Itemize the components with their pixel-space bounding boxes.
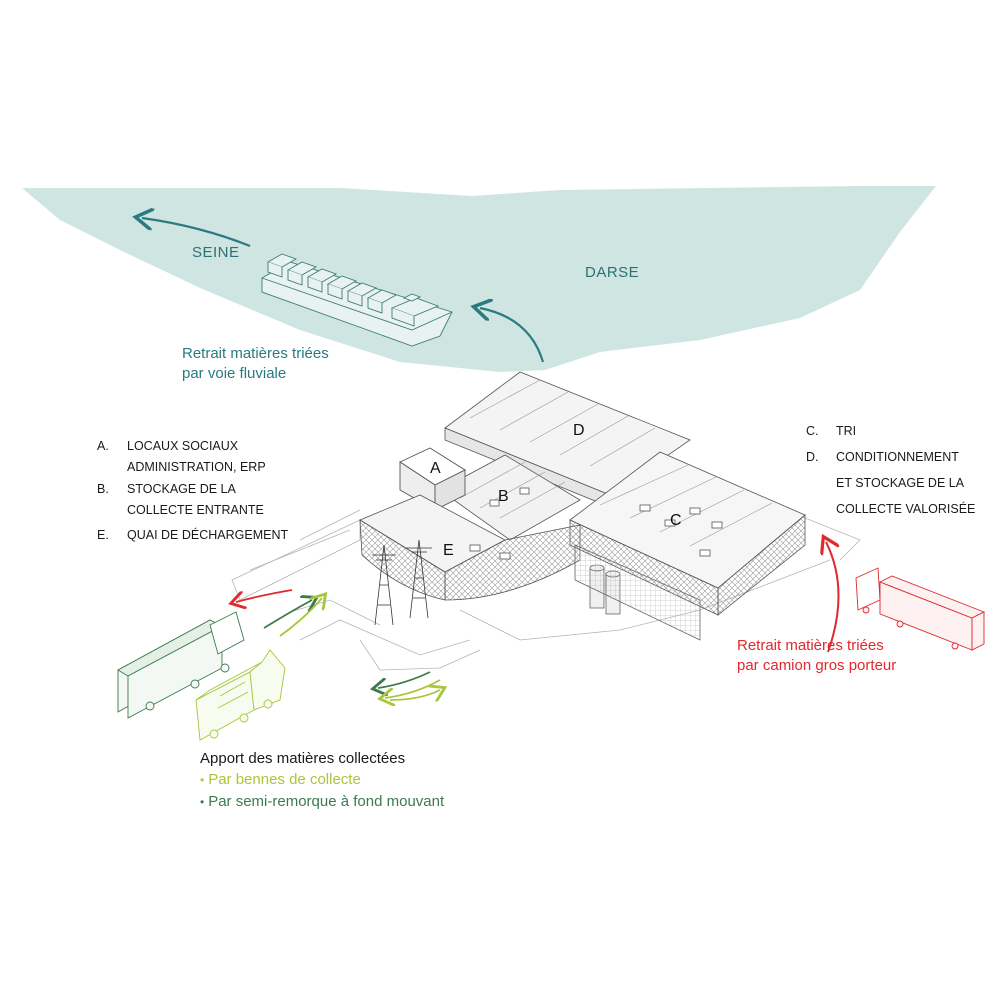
bullet-icon: • bbox=[200, 773, 205, 787]
building-b bbox=[439, 454, 581, 541]
apport-title: Apport des matières collectées bbox=[200, 750, 406, 767]
legend-left: A. LOCAUX SOCIAUX ADMINISTRATION, ERP B.… bbox=[97, 436, 288, 546]
legend-item-e: E. QUAI DE DÉCHARGEMENT bbox=[97, 525, 288, 546]
collection-truck bbox=[195, 649, 286, 741]
truck-note-line1: Retrait matières triées bbox=[737, 637, 884, 654]
darse-label: DARSE bbox=[585, 264, 640, 281]
entry-arrow-lg-top bbox=[279, 598, 322, 637]
truck-removal-note: Retrait matières triées par camion gros … bbox=[737, 636, 896, 676]
apport-line-semi-text: Par semi-remorque à fond mouvant bbox=[208, 793, 445, 810]
fluvial-note-line1: Retrait matières triées bbox=[182, 345, 329, 362]
legend-line: QUAI DE DÉCHARGEMENT bbox=[127, 528, 289, 542]
bullet-icon: • bbox=[200, 795, 205, 809]
truck-note-line2: par camion gros porteur bbox=[737, 657, 897, 674]
legend-line: ADMINISTRATION, ERP bbox=[127, 460, 266, 474]
legend-line: ET STOCKAGE DE LA bbox=[836, 476, 965, 490]
truck-removal-arrow bbox=[826, 542, 840, 653]
semi-trailer-green bbox=[117, 611, 245, 719]
apport-line-bennes: •Par bennes de collecte bbox=[200, 769, 444, 791]
legend-line: CONDITIONNEMENT bbox=[836, 450, 959, 464]
building-d bbox=[444, 371, 691, 508]
river-water bbox=[22, 186, 936, 372]
seine-label: SEINE bbox=[192, 244, 240, 261]
building-a-letter: A bbox=[430, 460, 441, 477]
legend-key: E. bbox=[97, 528, 109, 542]
barge bbox=[261, 253, 453, 347]
legend-line: TRI bbox=[836, 424, 857, 438]
legend-line: LOCAUX SOCIAUX bbox=[127, 439, 239, 453]
exit-arrow-dg-bottom bbox=[378, 671, 431, 688]
seine-flow-arrow bbox=[142, 218, 251, 248]
legend-key: B. bbox=[97, 482, 109, 496]
entry-arrow-dg-top bbox=[263, 600, 312, 629]
legend-right: C. TRI D. CONDITIONNEMENT ET STOCKAGE DE… bbox=[806, 418, 975, 522]
exit-arrow-red-top bbox=[236, 589, 293, 602]
legend-line: COLLECTE ENTRANTE bbox=[127, 503, 264, 517]
legend-line: COLLECTE VALORISÉE bbox=[836, 502, 976, 516]
semi-trailer-red bbox=[855, 567, 986, 651]
fluvial-note-line2: par voie fluviale bbox=[182, 365, 287, 382]
legend-item-a: A. LOCAUX SOCIAUX ADMINISTRATION, ERP bbox=[97, 436, 288, 478]
legend-item-b: B. STOCKAGE DE LA COLLECTE ENTRANTE bbox=[97, 479, 288, 521]
building-e-letter: E bbox=[443, 542, 454, 559]
entry-arrow-lg-bottom bbox=[389, 690, 440, 700]
pylons bbox=[372, 539, 432, 626]
building-d-letter: D bbox=[573, 422, 585, 439]
legend-line: STOCKAGE DE LA bbox=[127, 482, 236, 496]
building-b-letter: B bbox=[498, 488, 509, 505]
legend-key: D. bbox=[806, 450, 819, 464]
legend-key: C. bbox=[806, 424, 819, 438]
apport-line-semi: •Par semi-remorque à fond mouvant bbox=[200, 791, 444, 813]
legend-key: A. bbox=[97, 439, 109, 453]
legend-item-d: D. CONDITIONNEMENT ET STOCKAGE DE LA COL… bbox=[806, 444, 975, 522]
apport-legend: Apport des matières collectées •Par benn… bbox=[200, 748, 444, 813]
silos bbox=[574, 544, 701, 641]
legend-item-c: C. TRI bbox=[806, 418, 975, 444]
fluvial-removal-arrow bbox=[480, 308, 545, 363]
building-c-letter: C bbox=[670, 512, 682, 529]
apport-line-bennes-text: Par bennes de collecte bbox=[208, 771, 361, 788]
exit-arrow-lg-bottom bbox=[385, 679, 441, 698]
fluvial-note: Retrait matières triées par voie fluvial… bbox=[182, 344, 329, 384]
